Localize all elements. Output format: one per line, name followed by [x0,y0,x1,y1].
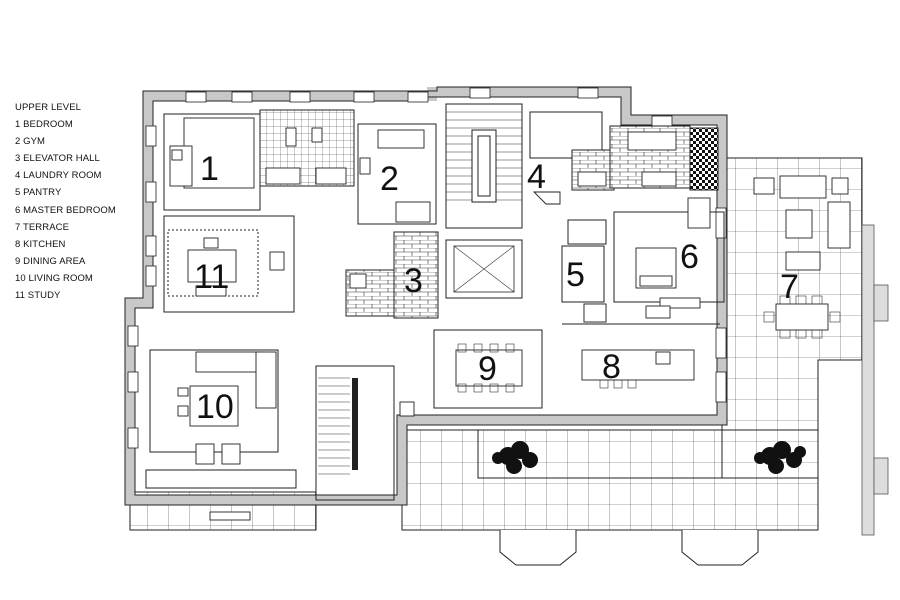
room-label-10: 10 [196,388,234,426]
room-label-6: 6 [680,238,699,276]
stair-core [445,103,523,229]
room-label-2: 2 [380,160,399,198]
legend: UPPER LEVEL 1 BEDROOM 2 GYM 3 ELEVATOR H… [15,99,116,304]
legend-item-7: 7 TERRACE [15,221,70,233]
room-label-7: 7 [780,268,799,306]
room-study [163,215,295,313]
legend-item-11: 11 STUDY [15,290,61,302]
legend-item-3: 3 ELEVATOR HALL [15,153,100,165]
room-label-11: 11 [194,258,229,296]
legend-item-4: 4 LAUNDRY ROOM [15,170,102,182]
lower-terrace [401,429,819,566]
room-label-1: 1 [200,150,219,188]
room-laundry [529,111,719,205]
room-label-5: 5 [566,256,585,294]
room-label-4: 4 [527,158,546,196]
legend-item-8: 8 KITCHEN [15,238,66,250]
legend-item-10: 10 LIVING ROOM [15,272,93,284]
room-label-9: 9 [478,350,497,388]
room-label-3: 3 [404,262,423,300]
room-elevator-hall [345,231,523,319]
room-master-bedroom [613,197,725,309]
room-kitchen [562,303,720,389]
terrace-7 [721,157,889,536]
room-living [145,349,297,521]
room-label-8: 8 [602,348,621,386]
legend-item-5: 5 PANTRY [15,187,62,199]
legend-item-2: 2 GYM [15,136,46,148]
main-staircase [315,365,415,501]
legend-item-9: 9 DINING AREA [15,255,86,267]
room-dining [433,329,543,409]
legend-title: UPPER LEVEL [15,102,82,113]
legend-item-1: 1 BEDROOM [15,119,73,131]
room-gym [357,123,437,225]
legend-item-6: 6 MASTER BEDROOM [15,204,116,216]
room-bedroom [163,109,355,211]
